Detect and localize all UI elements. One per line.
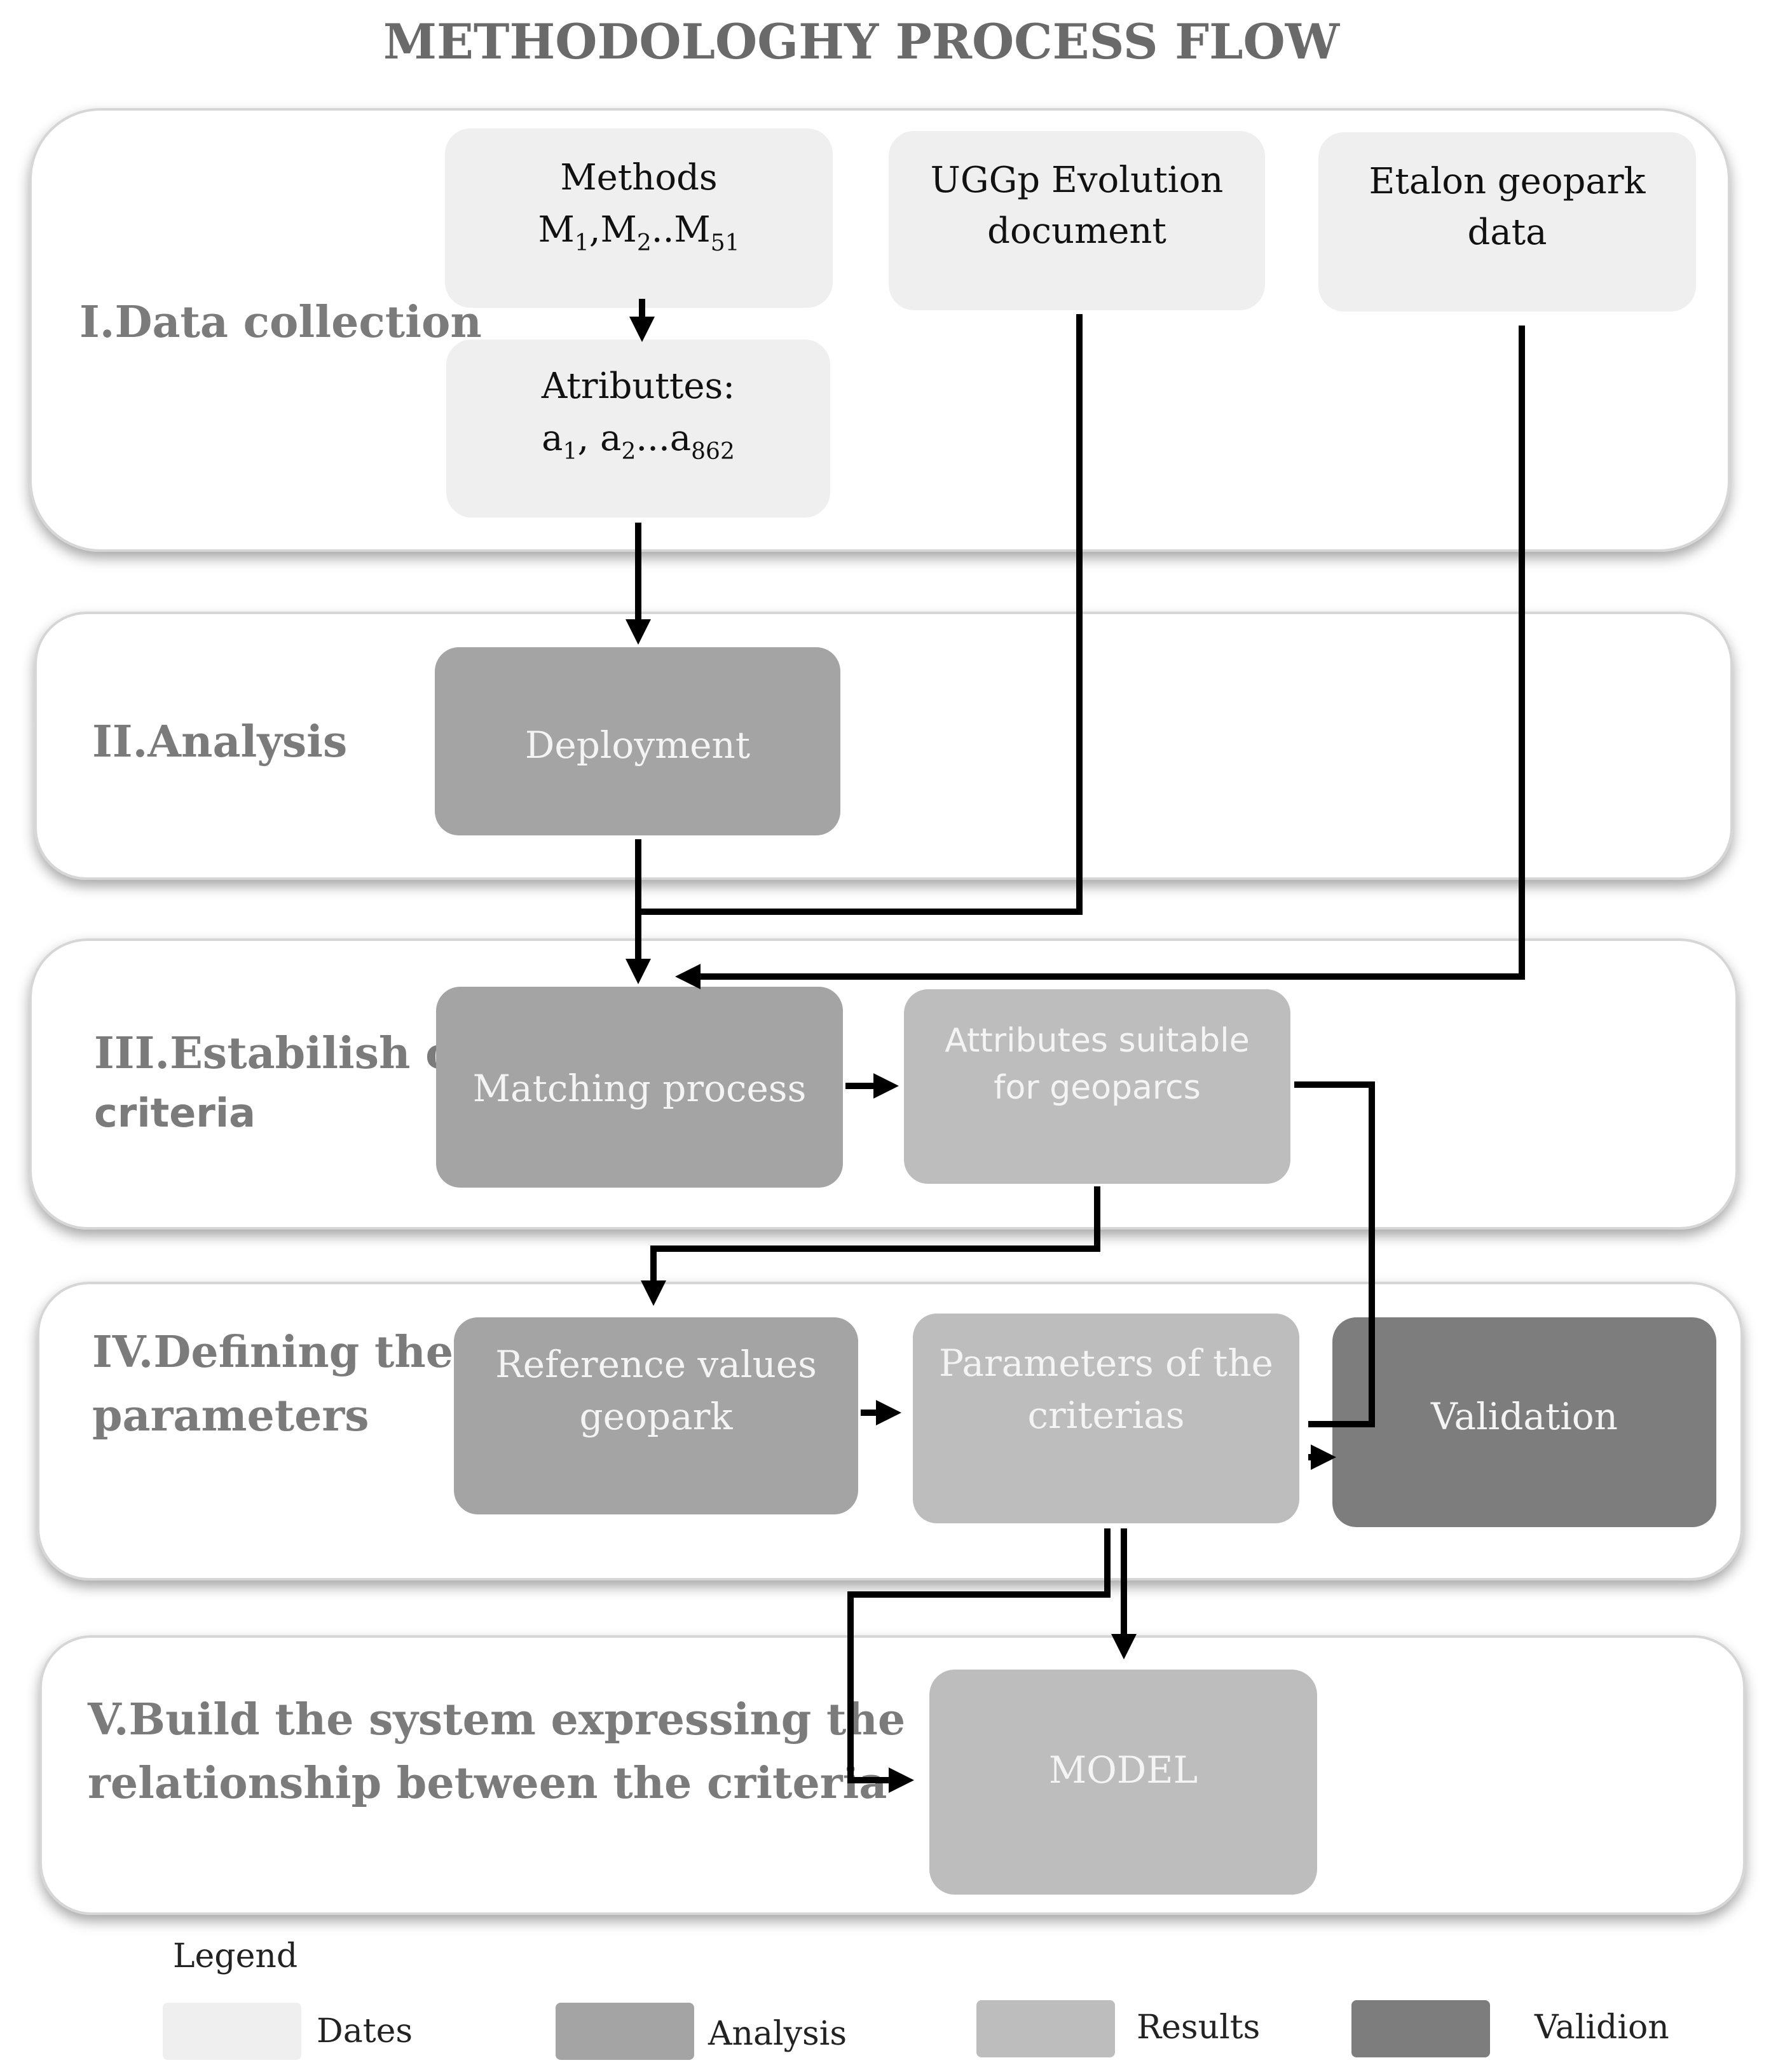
legend-swatch-results xyxy=(976,2000,1115,2057)
node-methods xyxy=(445,128,833,308)
node-etalon-line2: data xyxy=(1467,212,1547,253)
node-etalon-line1: Etalon geopark xyxy=(1369,161,1646,202)
node-attributes-suitable-line1: Attributes suitable xyxy=(945,1022,1249,1060)
stage-label-establish-line2: criteria xyxy=(94,1090,256,1136)
arrow-parameters-to-model-loop xyxy=(847,1528,1111,1793)
stage-label-defining-line1: IV.Defining the xyxy=(92,1327,453,1378)
legend-swatch-analysis xyxy=(556,2003,694,2060)
node-deployment-label: Deployment xyxy=(525,724,750,767)
node-attributes-suitable-line2: for geoparcs xyxy=(994,1069,1201,1107)
node-reference-line2: geopark xyxy=(580,1395,734,1438)
node-uggp-document xyxy=(889,131,1265,310)
node-attributes-list: a1, a2...a862 xyxy=(542,418,735,465)
node-matching-label: Matching process xyxy=(473,1067,807,1110)
arrow-etalon-to-matching xyxy=(675,326,1525,989)
node-matching-process xyxy=(436,987,843,1188)
arrow-uggp-to-matching xyxy=(638,314,1083,915)
node-model xyxy=(929,1670,1317,1895)
stage-label-establish-line1: III.Estabilish of xyxy=(94,1028,475,1079)
node-validation-label: Validation xyxy=(1430,1395,1618,1438)
stage-label-build-line1: V.Build the system expressing the xyxy=(87,1694,905,1745)
node-model-label: MODEL xyxy=(1049,1748,1198,1792)
legend-title: Legend xyxy=(173,1937,297,1975)
node-uggp-line1: UGGp Evolution xyxy=(931,160,1224,201)
legend-swatch-dates xyxy=(163,2003,301,2060)
node-attributes xyxy=(446,340,830,518)
node-parameters-criterias xyxy=(913,1314,1299,1523)
legend-label-results: Results xyxy=(1137,2008,1260,2047)
node-reference-line1: Reference values xyxy=(495,1343,817,1386)
stage-label-analysis: II.Analysis xyxy=(92,717,347,767)
node-attributes-title: Atributtes: xyxy=(541,366,735,407)
legend-label-analysis: Analysis xyxy=(708,2015,847,2053)
node-uggp-line2: document xyxy=(987,210,1166,252)
node-validation xyxy=(1332,1317,1716,1527)
node-parameters-line2: criterias xyxy=(1027,1394,1184,1437)
legend-swatch-validation xyxy=(1351,2000,1490,2057)
legend-label-validation: Validion xyxy=(1534,2008,1669,2047)
node-methods-list: M1,M2..M51 xyxy=(538,209,739,256)
stage-label-build-line2: relationship between the criteria xyxy=(88,1758,887,1809)
node-methods-title: Methods xyxy=(560,157,717,198)
node-reference-values xyxy=(454,1317,858,1514)
diagram-title: METHODOLOGHY PROCESS FLOW xyxy=(383,13,1341,70)
node-attributes-suitable xyxy=(904,989,1290,1184)
stage-label-data-collection: I.Data collection xyxy=(79,297,482,348)
arrow-attributes-suitable-to-reference xyxy=(641,1186,1100,1306)
node-deployment xyxy=(435,647,840,835)
legend-label-dates: Dates xyxy=(317,2012,413,2050)
node-parameters-line1: Parameters of the xyxy=(939,1341,1273,1385)
stage-label-defining-line2: parameters xyxy=(92,1390,369,1441)
arrow-attributes-suitable-to-validation xyxy=(1294,1081,1375,1427)
node-etalon-data xyxy=(1318,132,1696,312)
